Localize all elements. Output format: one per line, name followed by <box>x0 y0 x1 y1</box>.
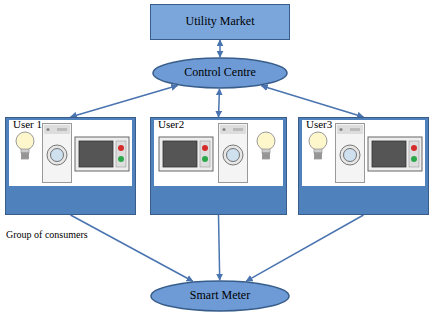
node-text: Smart Meter <box>190 289 250 302</box>
group-label: Group of consumers <box>5 229 89 240</box>
user-box: User3 <box>298 117 429 215</box>
connector-arrow <box>71 215 193 281</box>
connector-arrow <box>246 215 363 281</box>
node-text: Control Centre <box>184 66 256 79</box>
connector-arrow <box>71 85 178 117</box>
connector-arrow <box>261 86 363 117</box>
node-text: Utility Market <box>186 15 255 28</box>
market-box: Utility Market <box>150 4 290 40</box>
user-box: User 1 <box>5 117 136 215</box>
connector-arrow <box>219 40 221 57</box>
connector-arrow <box>219 215 220 280</box>
node-text: User3 <box>306 118 332 130</box>
control-ellipse: Control Centre <box>152 57 288 89</box>
node-text: User2 <box>158 118 184 130</box>
ellipse-shape <box>151 281 289 311</box>
user-box: User2 <box>150 117 287 215</box>
meter-ellipse: Smart Meter <box>150 280 290 312</box>
node-text: User 1 <box>13 118 42 130</box>
ellipse-shape <box>153 58 287 88</box>
connector-arrow <box>218 89 220 117</box>
